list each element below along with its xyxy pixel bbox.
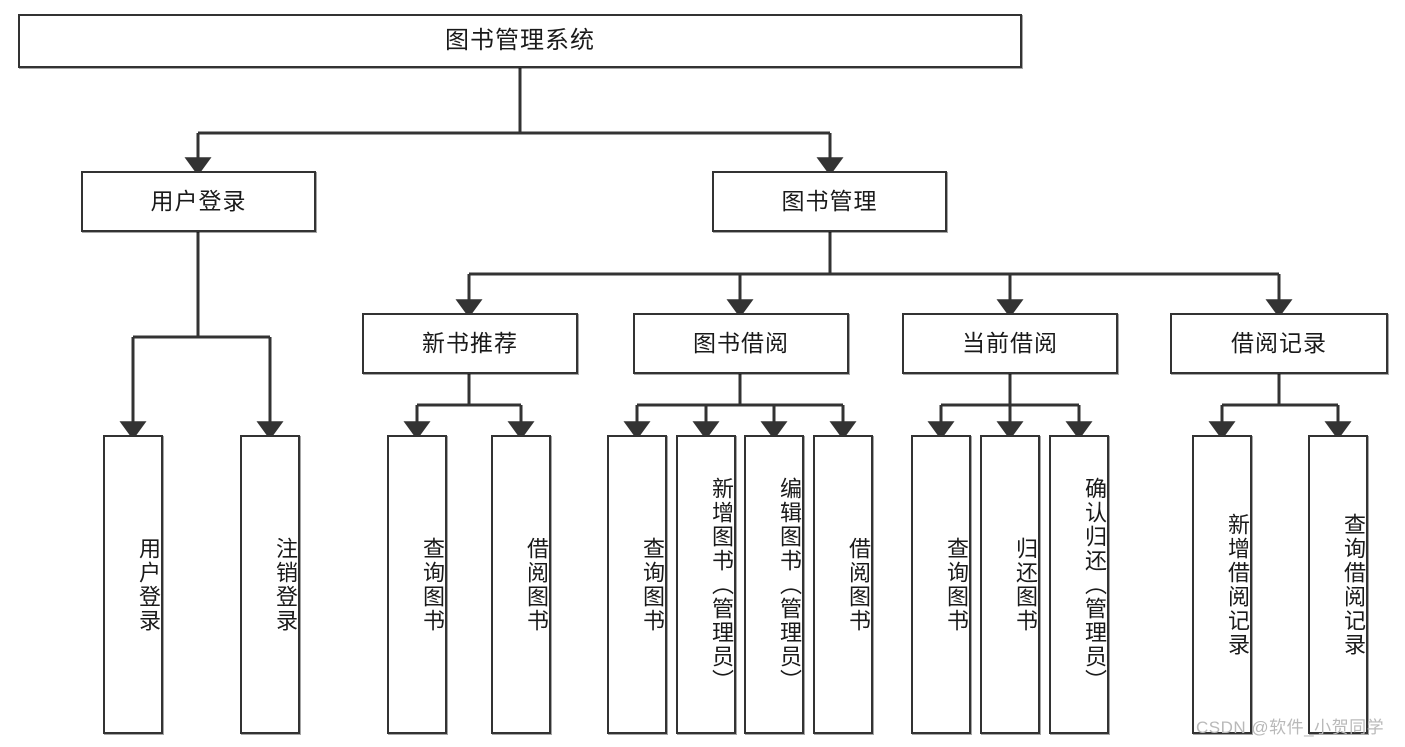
leaf-add-borrow-record-label: 新增借阅记录 [1225,512,1250,657]
leaf-query-book-2[interactable]: 查询图书 [607,435,667,734]
node-current-borrow-label: 当前借阅 [962,329,1058,356]
leaf-return-book[interactable]: 归还图书 [980,435,1040,734]
leaf-query-book-1-label: 查询图书 [420,536,445,633]
node-new-book-recommend-label: 新书推荐 [422,329,518,356]
leaf-confirm-return-admin-label: 确认归还（管理员） [1082,476,1107,693]
leaf-borrow-book-2[interactable]: 借阅图书 [813,435,873,734]
leaf-query-borrow-record-label: 查询借阅记录 [1341,512,1366,657]
leaf-logout[interactable]: 注销登录 [240,435,300,734]
leaf-query-book-2-label: 查询图书 [640,536,665,633]
node-root-label: 图书管理系统 [445,26,595,54]
leaf-edit-book-admin[interactable]: 编辑图书（管理员） [744,435,804,734]
leaf-query-book-3-label: 查询图书 [944,536,969,633]
leaf-borrow-book-1[interactable]: 借阅图书 [491,435,551,734]
leaf-edit-book-admin-label: 编辑图书（管理员） [777,476,802,693]
node-user-login-label: 用户登录 [150,187,247,214]
leaf-return-book-label: 归还图书 [1013,536,1038,633]
leaf-user-login[interactable]: 用户登录 [103,435,163,734]
leaf-query-borrow-record[interactable]: 查询借阅记录 [1308,435,1368,734]
node-borrow-records-label: 借阅记录 [1231,329,1327,356]
leaf-logout-label: 注销登录 [273,536,298,633]
node-book-management-label: 图书管理 [781,187,878,214]
leaf-user-login-label: 用户登录 [136,536,161,633]
leaf-add-book-admin[interactable]: 新增图书（管理员） [676,435,736,734]
leaf-add-borrow-record[interactable]: 新增借阅记录 [1192,435,1252,734]
node-root[interactable]: 图书管理系统 [18,14,1022,68]
node-user-login[interactable]: 用户登录 [81,171,316,232]
leaf-borrow-book-2-label: 借阅图书 [846,536,871,633]
leaf-query-book-3[interactable]: 查询图书 [911,435,971,734]
node-new-book-recommend[interactable]: 新书推荐 [362,313,578,374]
leaf-query-book-1[interactable]: 查询图书 [387,435,447,734]
node-borrow-records[interactable]: 借阅记录 [1170,313,1388,374]
node-book-management[interactable]: 图书管理 [712,171,947,232]
leaf-confirm-return-admin[interactable]: 确认归还（管理员） [1049,435,1109,734]
leaf-borrow-book-1-label: 借阅图书 [524,536,549,633]
node-book-borrow[interactable]: 图书借阅 [633,313,849,374]
leaf-add-book-admin-label: 新增图书（管理员） [709,476,734,693]
node-current-borrow[interactable]: 当前借阅 [902,313,1118,374]
node-book-borrow-label: 图书借阅 [693,329,789,356]
